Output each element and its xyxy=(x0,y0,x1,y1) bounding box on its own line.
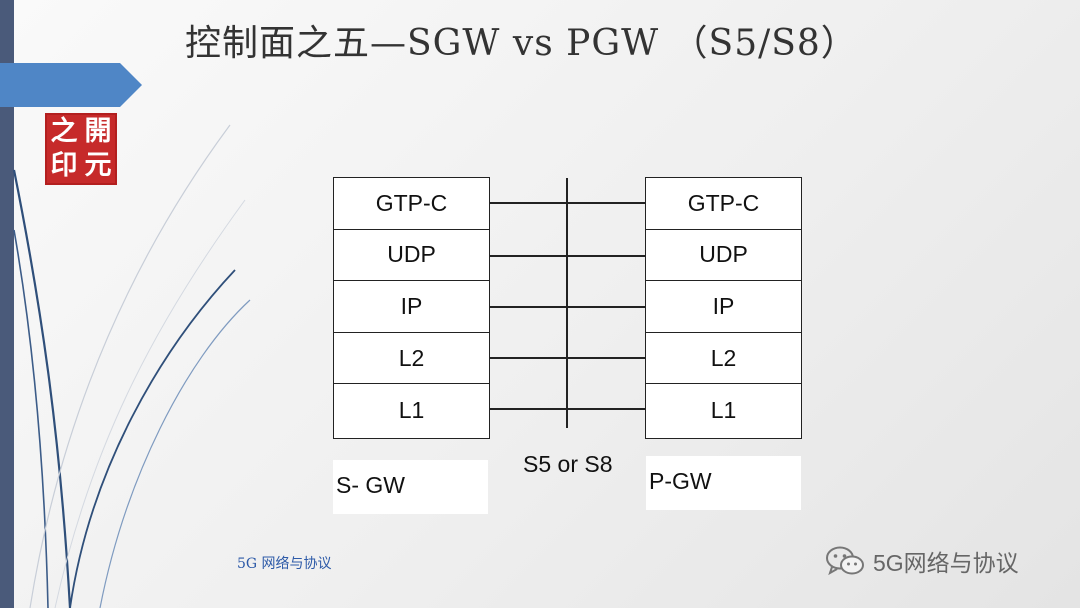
interface-label: S5 or S8 xyxy=(523,451,613,478)
sgw-node-label: S- GW xyxy=(333,460,488,514)
pgw-layer-udp: UDP xyxy=(646,230,801,282)
pgw-layer-ip: IP xyxy=(646,281,801,333)
peer-link-udp xyxy=(490,255,645,257)
seal-char: 元 xyxy=(81,149,115,183)
pgw-layer-gtpc: GTP-C xyxy=(646,178,801,230)
sgw-layer-udp: UDP xyxy=(334,230,489,282)
footer-source: 5G 网络与协议 xyxy=(237,553,332,573)
pgw-layer-l1: L1 xyxy=(646,384,801,436)
logo-seal: 之 開 印 元 xyxy=(45,113,117,185)
pgw-protocol-stack: GTP-C UDP IP L2 L1 xyxy=(645,177,802,439)
sgw-layer-l1: L1 xyxy=(334,384,489,436)
peer-link-l2 xyxy=(490,357,645,359)
slide-title: 控制面之五—SGW vs PGW （S5/S8） xyxy=(185,14,858,66)
title-arrow-tip xyxy=(120,63,142,107)
sgw-layer-l2: L2 xyxy=(334,333,489,385)
sgw-layer-ip: IP xyxy=(334,281,489,333)
pgw-layer-l2: L2 xyxy=(646,333,801,385)
seal-char: 之 xyxy=(47,115,81,149)
watermark-text: 5G网络与协议 xyxy=(873,544,1019,578)
peer-link-gtpc xyxy=(490,202,645,204)
seal-char: 印 xyxy=(47,149,81,183)
pgw-node-label: P-GW xyxy=(646,456,801,510)
interface-divider xyxy=(566,178,568,428)
peer-link-l1 xyxy=(490,408,645,410)
wechat-watermark: 5G网络与协议 xyxy=(825,544,1019,578)
sgw-layer-gtpc: GTP-C xyxy=(334,178,489,230)
sgw-protocol-stack: GTP-C UDP IP L2 L1 xyxy=(333,177,490,439)
seal-char: 開 xyxy=(81,115,115,149)
peer-link-ip xyxy=(490,306,645,308)
wechat-icon xyxy=(825,545,865,577)
title-arrow-banner xyxy=(0,63,120,107)
